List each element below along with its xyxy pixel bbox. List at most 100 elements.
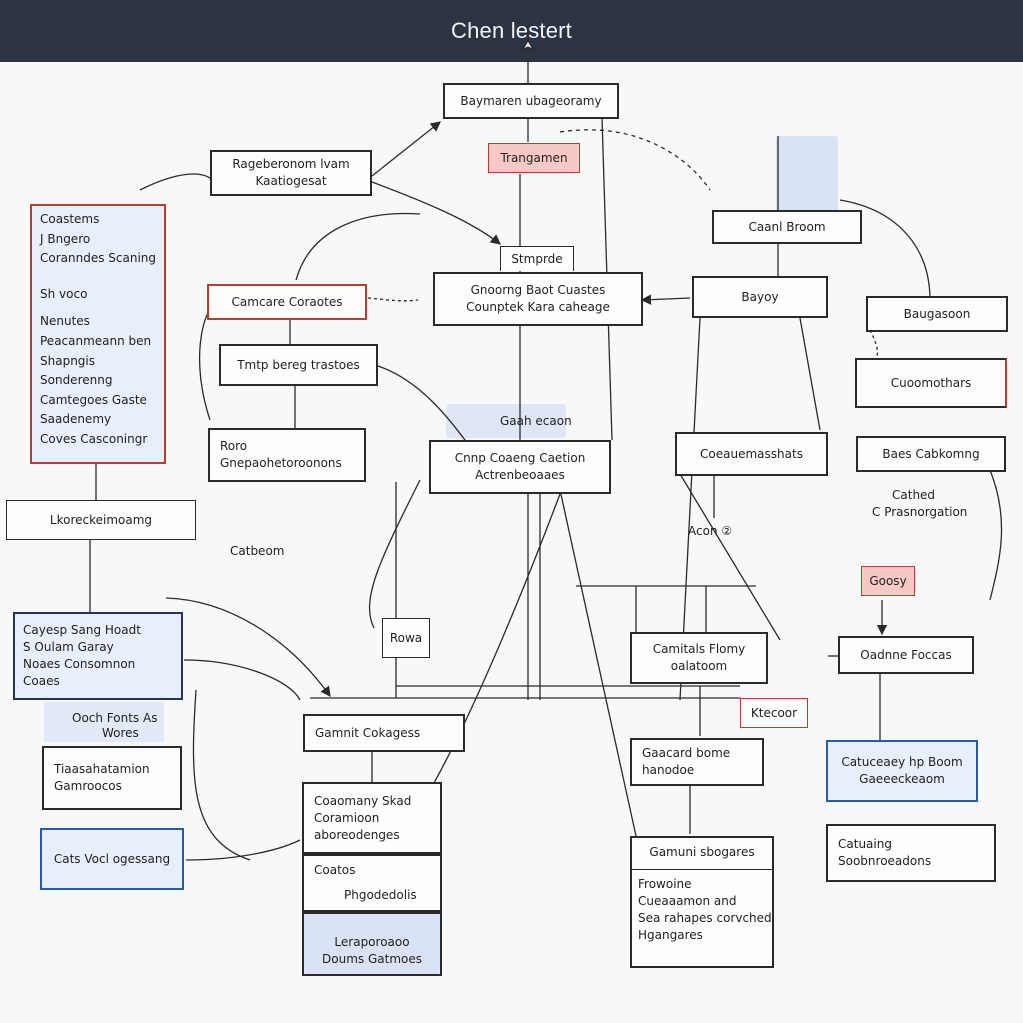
stack-b-label-2: Phgodedolis — [344, 888, 417, 902]
node-right-top[interactable]: Caanl Broom — [712, 210, 862, 244]
left-panel-item-9: Saadenemy — [40, 412, 112, 427]
blue-left-1-item-2: Noaes Consomnon — [23, 657, 136, 671]
node-blue-left-3-label: Cats Vocl ogessang — [53, 851, 171, 866]
blue-left-1-item-3: Coaes — [23, 674, 60, 688]
node-right-stack-label: Coeauemasshats — [700, 446, 803, 461]
lower-right-item-2: Sea rahapes corvched — [638, 911, 772, 925]
wash-stack-bottom — [304, 910, 440, 974]
node-top-left-label-2: Kaatiogesat — [255, 174, 327, 188]
node-right-top-label: Caanl Broom — [748, 219, 826, 234]
node-red-small-2-label: Ktecoor — [750, 705, 798, 720]
wash-left-lower — [44, 702, 164, 742]
label-far-right-1: Cathed — [892, 488, 936, 502]
node-center-box[interactable]: Gnoorng Baot Cuastes Counptek Kara cahea… — [433, 272, 643, 326]
node-center-box-label-1: Gnoorng Baot Cuastes — [470, 283, 606, 297]
node-left-wide[interactable]: Lkoreckeimoamg — [6, 500, 196, 540]
left-panel-item-8: Camtegoes Gaste — [40, 392, 147, 407]
node-mid-right-2[interactable]: Gaacard bome hanodoe — [630, 738, 764, 786]
node-far-right-1-label: Baugasoon — [903, 306, 971, 321]
node-far-right-3[interactable]: Baes Cabkomng — [856, 436, 1006, 472]
node-top-left-label-1: Rageberonom lvam — [232, 157, 350, 171]
node-blue-left-2-label-2: Gamroocos — [54, 779, 122, 793]
node-stack-c[interactable]: Leraporoaoo Doums Gatmoes — [302, 912, 442, 976]
node-mid-right-box-label-1: Camitals Flomy — [652, 642, 746, 656]
node-center-lower[interactable]: Gamnit Cokagess — [303, 714, 465, 752]
left-panel-item-6: Shapngis — [40, 353, 96, 368]
node-far-right-4[interactable]: Oadnne Foccas — [838, 636, 974, 674]
node-red-small-2[interactable]: Ktecoor — [740, 698, 808, 728]
stack-a-label-2: Coramioon — [314, 810, 380, 825]
node-tmp-label: Tmtp bereg trastoes — [237, 357, 360, 372]
node-tmp[interactable]: Tmtp bereg trastoes — [219, 344, 378, 386]
cursor-arrow-icon — [521, 40, 535, 51]
label-far-right-2: C Prasnorgation — [872, 505, 968, 519]
lower-right-item-3: Hgangares — [638, 928, 703, 942]
stack-c-label-2: Doums Gatmoes — [322, 952, 422, 966]
left-panel-item-5: Peacanmeann ben — [40, 333, 152, 348]
left-panel-item-2: Coranndes Scaning — [40, 251, 157, 266]
node-red-center[interactable]: Trangamen — [488, 143, 580, 173]
node-far-right-4-label: Oadnne Foccas — [860, 647, 952, 662]
node-top-center[interactable]: Baymaren ubageoramy — [443, 83, 619, 119]
label-stmprde: Stmprde — [500, 246, 574, 271]
node-far-right-2[interactable]: Cuoomothars — [855, 358, 1007, 408]
node-mid-right-box[interactable]: Camitals Flomy oalatoom — [630, 632, 768, 684]
node-right-stack[interactable]: Coeauemasshats — [675, 432, 828, 476]
node-blue-left-3[interactable]: Cats Vocl ogessang — [40, 828, 184, 890]
node-right-mid-label: Bayoy — [741, 289, 779, 304]
label-acon: Acon ② — [688, 524, 733, 538]
node-far-right-blue-label-1: Catuceaey hp Boom — [841, 755, 963, 769]
node-left-panel[interactable]: Coastems J Bngero Coranndes Scaning Sh v… — [30, 204, 166, 464]
node-far-right-5-label-1: Catuaing — [838, 837, 892, 851]
node-left-wide-label: Lkoreckeimoamg — [49, 512, 153, 527]
node-right-mid[interactable]: Bayoy — [692, 276, 828, 318]
node-far-right-blue[interactable]: Catuceaey hp Boom Gaeeeckeaom — [826, 740, 978, 802]
lower-right-title: Gamuni sbogares — [649, 845, 755, 859]
node-red-center-label: Trangamen — [500, 150, 568, 165]
left-panel-item-7: Sonderenng — [40, 373, 113, 388]
label-center-cloud: Gaah ecaon — [500, 414, 572, 428]
node-center-main-label-2: Actrenbeoaaes — [475, 468, 565, 482]
node-mid-right-2-label-2: hanodoe — [642, 763, 695, 777]
node-mid-right-box-label-2: oalatoom — [670, 659, 728, 673]
left-panel-item-0: Coastems — [40, 212, 100, 226]
window-titlebar: Chen lestert — [0, 0, 1023, 62]
node-red-small[interactable]: Goosy — [861, 566, 915, 596]
node-blue-left-1[interactable]: Cayesp Sang Hoadt S Oulam Garay Noaes Co… — [13, 612, 183, 700]
stack-c-label-1: Leraporoaoo — [334, 935, 410, 949]
node-mid-right-2-label-1: Gaacard bome — [642, 746, 731, 760]
left-panel-item-1: J Bngero — [40, 231, 91, 246]
window-title: Chen lestert — [450, 18, 572, 43]
left-panel-item-4: Nenutes — [40, 314, 90, 329]
node-left-mid-label-1: Roro — [220, 439, 248, 453]
node-top-left[interactable]: Rageberonom lvam Kaatiogesat — [210, 150, 372, 196]
node-center-box-label-2: Counptek Kara caheage — [466, 300, 610, 314]
node-far-right-3-label: Baes Cabkomng — [882, 446, 980, 461]
lower-right-item-0: Frowoine — [638, 877, 692, 891]
node-top-center-label: Baymaren ubageoramy — [460, 93, 602, 108]
node-small-box[interactable]: Rowa — [382, 618, 430, 658]
label-works: Wores — [102, 726, 139, 740]
label-cook: Ooch Fonts As — [72, 711, 158, 725]
lower-right-divider — [632, 869, 772, 870]
left-panel-item-10: Coves Casconingr — [40, 431, 148, 446]
lower-right-item-1: Cueaaamon and — [638, 894, 737, 908]
node-center-lower-label: Gamnit Cokagess — [315, 725, 421, 740]
node-center-main-label-1: Cnnp Coaeng Caetion — [454, 451, 586, 465]
node-stack-a[interactable]: Coaomany Skad Coramioon aboreodenges — [302, 782, 442, 854]
node-far-right-2-label: Cuoomothars — [890, 375, 972, 390]
node-red-left[interactable]: Camcare Coraotes — [207, 284, 367, 320]
node-red-left-label: Camcare Coraotes — [231, 294, 343, 309]
blue-left-1-item-1: S Oulam Garay — [23, 640, 114, 654]
node-stack-b[interactable]: Coatos Phgodedolis — [302, 854, 442, 912]
node-far-right-blue-label-2: Gaeeeckeaom — [859, 772, 945, 786]
node-far-right-5-label-2: Soobnroeadons — [838, 854, 932, 868]
node-lower-right[interactable]: Gamuni sbogares Frowoine Cueaaamon and S… — [630, 836, 774, 968]
node-far-right-1[interactable]: Baugasoon — [866, 296, 1008, 332]
node-left-mid[interactable]: Roro Gnepaohetoroonons — [208, 428, 366, 482]
node-center-main[interactable]: Cnnp Coaeng Caetion Actrenbeoaaes — [429, 440, 611, 494]
node-far-right-5[interactable]: Catuaing Soobnroeadons — [826, 824, 996, 882]
node-blue-left-2[interactable]: Tiaasahatamion Gamroocos — [42, 746, 182, 810]
label-carbeon: Catbeom — [230, 544, 285, 558]
stack-a-label-3: aboreodenges — [314, 827, 400, 842]
